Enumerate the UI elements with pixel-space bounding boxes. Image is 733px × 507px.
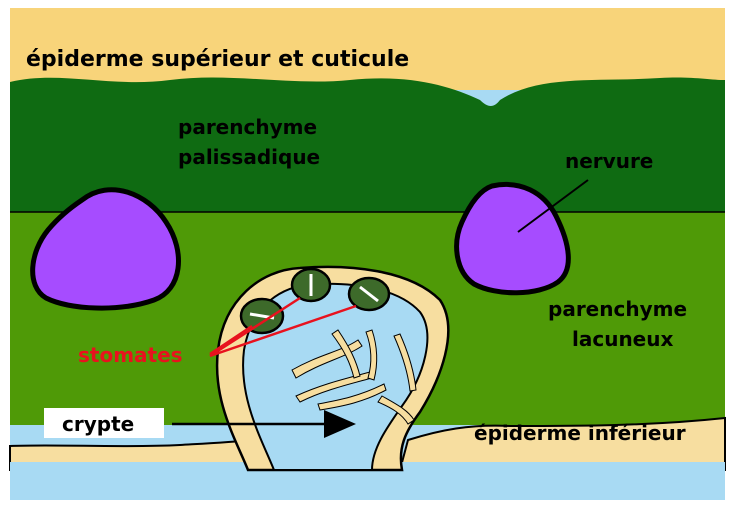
spongy-label-line1: parenchyme [548, 297, 687, 321]
spongy-label-line2: lacuneux [572, 327, 673, 351]
upper-epidermis-label: épiderme supérieur et cuticule [26, 47, 409, 72]
vein-label: nervure [565, 149, 653, 173]
lower-epidermis-label: épiderme inférieur [474, 421, 686, 445]
palisade-label-line1: parenchyme [178, 115, 317, 139]
stomata-label: stomates [78, 343, 183, 367]
palisade-label-line2: palissadique [178, 145, 320, 169]
crypt-label: crypte [62, 412, 134, 436]
